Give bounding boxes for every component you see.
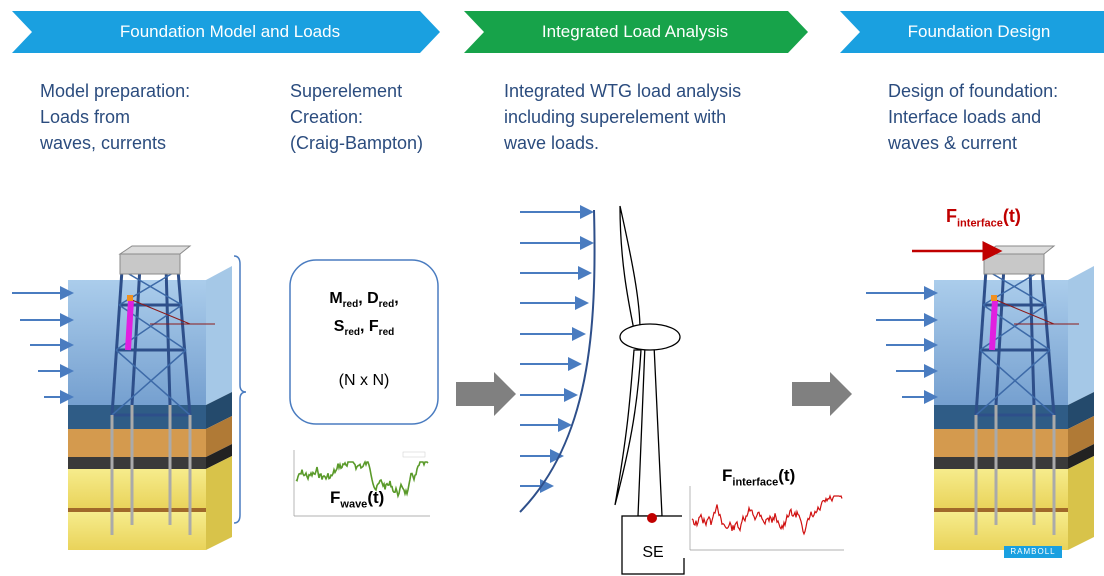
desc-integrated: Integrated WTG load analysis including s… <box>504 81 742 153</box>
process-arrows <box>456 372 852 416</box>
stage-label-integrated-load: Integrated Load Analysis <box>541 22 729 41</box>
foundation-model-left <box>68 245 232 550</box>
interface-force-plot <box>682 478 844 558</box>
bracket <box>233 255 247 524</box>
process-arrow-2 <box>792 372 852 416</box>
stage-label-foundation-design: Foundation Design <box>907 22 1051 41</box>
stage-label-foundation-model: Foundation Model and Loads <box>119 22 341 41</box>
logo-badge <box>1004 546 1062 558</box>
desc-superelement: Superelement Creation: (Craig-Bampton) <box>290 81 424 153</box>
matrix-size: (N x N) <box>338 372 390 389</box>
stage-chevron-integrated-load <box>464 11 808 53</box>
desc-design: Design of foundation: Interface loads an… <box>888 81 1059 153</box>
interface-point <box>647 513 657 523</box>
wind-turbine <box>614 205 685 575</box>
wind-profile-curve <box>519 209 596 513</box>
desc-model-preparation: Model preparation: Loads from waves, cur… <box>40 81 191 153</box>
wind-profile-arrows <box>520 205 594 493</box>
process-arrow-1 <box>456 372 516 416</box>
stage-chevron-foundation-model <box>12 11 440 53</box>
wave-load-arrows-right <box>866 286 938 404</box>
matrix-line-2: Sred, Fred <box>333 318 395 339</box>
wave-force-label: Fwave(t) <box>330 488 385 511</box>
wave-load-arrows-left <box>12 286 74 404</box>
interface-force-label: Finterface(t) <box>946 206 1021 230</box>
matrix-line-1: Mred, Dred, <box>329 290 399 311</box>
superelement-matrix-box <box>289 259 439 425</box>
wave-force-plot <box>278 446 430 522</box>
superelement-label: SE <box>642 544 664 561</box>
foundation-model-right <box>934 245 1094 558</box>
interface-force-label-plot: Finterface(t) <box>722 466 796 489</box>
ramboll-logo: RAMBOLL <box>1010 547 1056 556</box>
stage-chevron-foundation-design <box>840 11 1104 53</box>
